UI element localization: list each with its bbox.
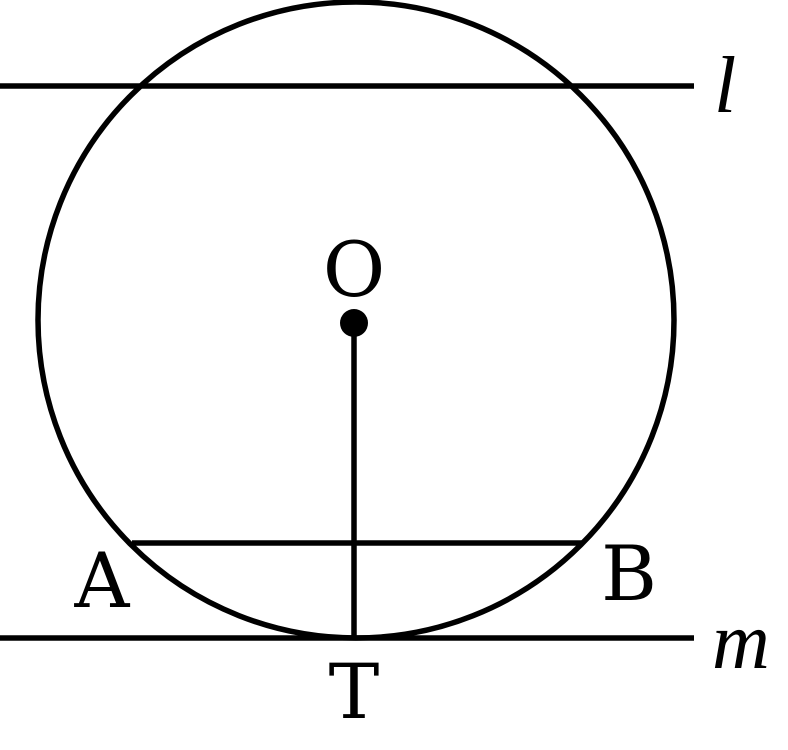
label-o: O (323, 225, 385, 314)
center-point-o (340, 309, 368, 337)
label-a: A (74, 536, 131, 625)
label-t: T (329, 647, 380, 736)
label-line-m: m (712, 598, 770, 686)
label-line-l: l (714, 42, 736, 130)
label-b: B (601, 529, 657, 618)
